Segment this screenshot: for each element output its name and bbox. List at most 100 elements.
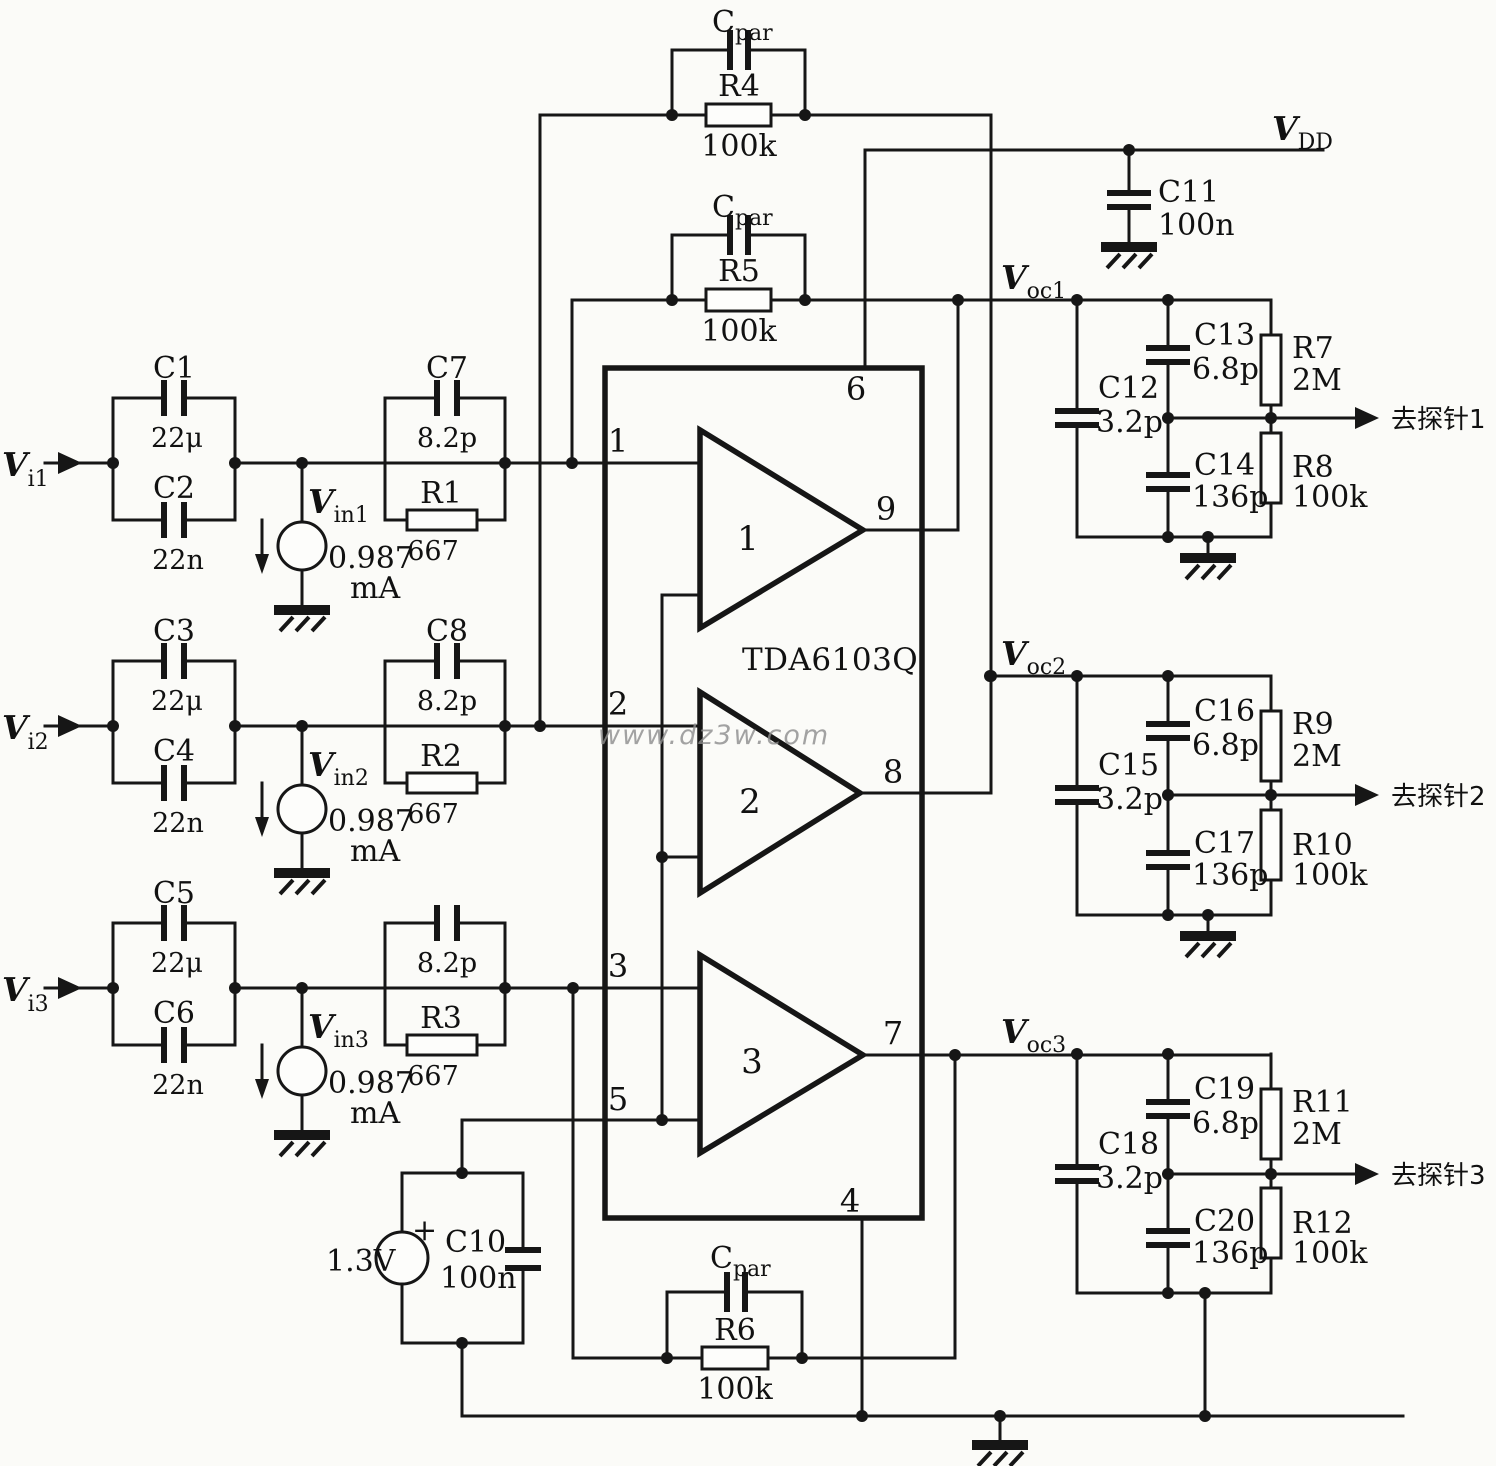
vin2-value: 0.987: [328, 804, 414, 839]
ground-rail: [460, 1414, 1405, 1466]
resistor-r5-symbol: [704, 287, 773, 313]
vi1-label: Vi1: [2, 445, 49, 492]
current-arrow-icon: [255, 1079, 269, 1099]
vin1-value: 0.987: [328, 541, 414, 576]
pin-7-label: 7: [883, 1014, 903, 1052]
input-arrow-icon: [58, 977, 82, 999]
c1-label: C1: [153, 351, 195, 386]
vin3-value: 0.987: [328, 1066, 414, 1101]
pin-4-label: 4: [840, 1182, 860, 1220]
c13-value: 6.8p: [1192, 352, 1259, 387]
c10-value: 100n: [440, 1261, 517, 1296]
pin-9-label: 9: [876, 490, 896, 528]
resistor-r11-symbol: [1259, 1087, 1283, 1161]
resistor-r3-symbol: [405, 1033, 479, 1057]
c15-label: C15: [1098, 748, 1159, 783]
r6-label: R6: [714, 1313, 756, 1348]
c18-value: 3.2p: [1096, 1161, 1163, 1196]
vref-value: 1.3V: [326, 1244, 397, 1279]
opamp-3-symbol: [697, 950, 869, 1158]
r1-value: 667: [407, 536, 459, 567]
c14-label: C14: [1194, 448, 1255, 483]
r3-value: 667: [407, 1061, 459, 1092]
watermark: www.dz3w.com: [598, 720, 830, 751]
c11-label: C11: [1158, 175, 1219, 210]
c3-value: 22μ: [151, 686, 203, 717]
c2-label: C2: [153, 471, 195, 506]
c5-label: C5: [153, 876, 195, 911]
resistor-r7-symbol: [1259, 333, 1283, 407]
ground-icon: [272, 603, 332, 633]
ground-icon: [1178, 551, 1238, 581]
vin2-unit: mA: [350, 834, 400, 869]
input-arrow-icon: [58, 452, 82, 474]
opamp-1-number: 1: [737, 519, 759, 559]
pin-5-label: 5: [608, 1080, 628, 1118]
cpar-r5-label: Cpar: [712, 190, 773, 231]
pin-1-label: 1: [608, 422, 628, 460]
r4-label: R4: [718, 69, 760, 104]
current-arrow-icon: [255, 817, 269, 837]
vdd-rail: VDD C11 100n: [863, 109, 1333, 270]
c2-value: 22n: [152, 545, 204, 576]
c7-value: 8.2p: [417, 423, 477, 454]
ground-icon: [1178, 929, 1238, 959]
opamp-3-number: 3: [741, 1042, 763, 1082]
feedback-network-r4: Cpar R4 100k: [538, 5, 993, 795]
c11-value: 100n: [1158, 208, 1235, 243]
c16-label: C16: [1194, 694, 1255, 729]
r6-value: 100k: [697, 1372, 773, 1407]
voc2-label: Voc2: [1001, 634, 1066, 680]
input-channel-2: Vi2 C3 22μ C4 22n Vin2 0.987 mA C8 8.2p …: [2, 614, 702, 896]
r9-value: 2M: [1292, 739, 1342, 774]
output-network-2: Voc2 C15 3.2p C16 6.8p C17 136p R9 2M R1…: [988, 634, 1486, 959]
vdd-label: VDD: [1272, 109, 1333, 155]
r5-value: 100k: [701, 314, 777, 349]
vin3-label: Vin3: [308, 1007, 369, 1053]
current-source-symbol: [276, 520, 328, 572]
voltage-source-symbol: [374, 1230, 430, 1286]
r7-value: 2M: [1292, 363, 1342, 398]
pin-3-label: 3: [608, 947, 628, 985]
c4-label: C4: [153, 734, 195, 769]
probe-arrow-icon: [1355, 1163, 1379, 1185]
r3-label: R3: [420, 1001, 462, 1036]
c13-label: C13: [1194, 318, 1255, 353]
vref-plus-sign: +: [412, 1213, 437, 1248]
opamp-2-symbol: [697, 687, 866, 898]
r12-label: R12: [1292, 1206, 1353, 1241]
r7-label: R7: [1292, 331, 1334, 366]
c6-value: 22n: [152, 1070, 204, 1101]
r10-label: R10: [1292, 828, 1353, 863]
resistor-r8-symbol: [1259, 431, 1283, 505]
voc1-label: Voc1: [1001, 258, 1066, 304]
probe-1-label: 去探针1: [1391, 405, 1486, 435]
r4-value: 100k: [701, 129, 777, 164]
c16-value: 6.8p: [1192, 728, 1259, 763]
r5-label: R5: [718, 254, 760, 289]
pin-2-label: 2: [608, 685, 628, 723]
c8-value: 8.2p: [417, 686, 477, 717]
c6-label: C6: [153, 996, 195, 1031]
feedback-network-r5: Cpar R5 100k: [570, 190, 1273, 465]
cpar-r6-label: Cpar: [710, 1241, 771, 1282]
opamp-1-symbol: [697, 425, 869, 633]
c15-value: 3.2p: [1096, 782, 1163, 817]
input-channel-1: Vi1 C1 22μ C2 22n Vin1 0.987 mA C7 8.2p …: [2, 351, 702, 633]
c20-value: 136p: [1192, 1236, 1268, 1271]
resistor-r6-symbol: [700, 1345, 770, 1371]
c10-label: C10: [445, 1225, 506, 1260]
output-network-1: Voc1 C12 3.2p C13 6.8p C14 136p R7 2M R8…: [1001, 258, 1486, 581]
pin-6-label: 6: [846, 370, 866, 408]
vi2-label: Vi2: [2, 708, 49, 755]
c14-value: 136p: [1192, 480, 1268, 515]
current-arrow-icon: [255, 554, 269, 574]
ground-icon: [1099, 240, 1159, 270]
feedback-network-r6: Cpar R6 100k: [571, 986, 957, 1407]
resistor-r1-symbol: [405, 508, 479, 532]
c7-label: C7: [426, 351, 468, 386]
resistor-r9-symbol: [1259, 709, 1283, 783]
probe-arrow-icon: [1355, 784, 1379, 806]
c12-label: C12: [1098, 371, 1159, 406]
